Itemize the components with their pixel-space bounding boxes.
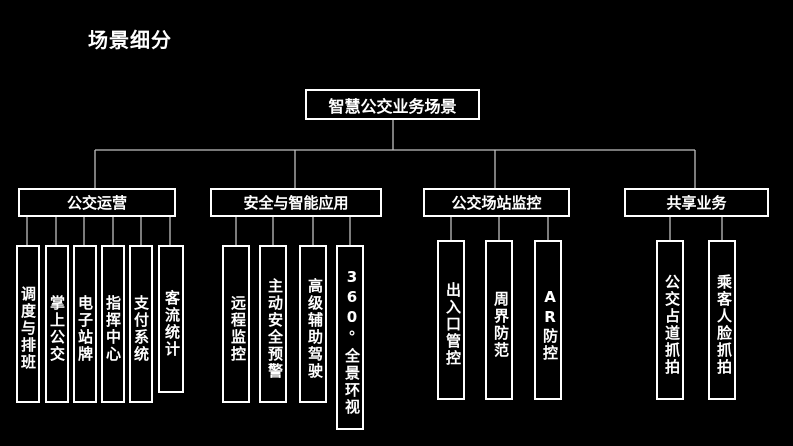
page-title: 场景细分 (88, 28, 172, 52)
category-node-1: 公交运营 (18, 188, 176, 217)
leaf-node: 远程监控 (222, 245, 250, 403)
leaf-node: 主动安全预警 (259, 245, 287, 403)
leaf-label: 掌上公交 (48, 294, 66, 363)
leaf-node: 指挥中心 (101, 245, 125, 403)
leaf-node: 掌上公交 (45, 245, 69, 403)
leaf-node: 支付系统 (129, 245, 153, 403)
leaf-label: 出入口管控 (444, 282, 462, 367)
leaf-label: 360°全景环视 (343, 268, 361, 416)
leaf-node: 电子站牌 (73, 245, 97, 403)
leaf-node: AR防控 (534, 240, 562, 400)
leaf-node: 周界防范 (485, 240, 513, 400)
leaf-label: 电子站牌 (76, 294, 94, 363)
leaf-node: 公交占道抓拍 (656, 240, 684, 400)
leaf-label: 指挥中心 (104, 294, 122, 363)
leaf-node: 360°全景环视 (336, 245, 364, 430)
leaf-label: 公交占道抓拍 (663, 273, 681, 376)
leaf-label: 客流统计 (163, 289, 181, 358)
category-node-4: 共享业务 (624, 188, 769, 217)
leaf-label: AR防控 (541, 287, 559, 362)
leaf-node: 调度与排班 (16, 245, 40, 403)
leaf-node: 高级辅助驾驶 (299, 245, 327, 403)
leaf-label: 周界防范 (492, 290, 510, 359)
leaf-label: 高级辅助驾驶 (306, 277, 324, 380)
category-node-3: 公交场站监控 (423, 188, 570, 217)
leaf-label: 调度与排班 (19, 286, 37, 371)
leaf-label: 远程监控 (229, 294, 247, 363)
leaf-node: 乘客人脸抓拍 (708, 240, 736, 400)
leaf-label: 乘客人脸抓拍 (715, 273, 733, 376)
leaf-label: 主动安全预警 (266, 277, 284, 380)
category-node-2: 安全与智能应用 (210, 188, 382, 217)
leaf-node: 客流统计 (158, 245, 184, 393)
leaf-label: 支付系统 (132, 294, 150, 363)
leaf-node: 出入口管控 (437, 240, 465, 400)
root-node: 智慧公交业务场景 (305, 89, 480, 120)
